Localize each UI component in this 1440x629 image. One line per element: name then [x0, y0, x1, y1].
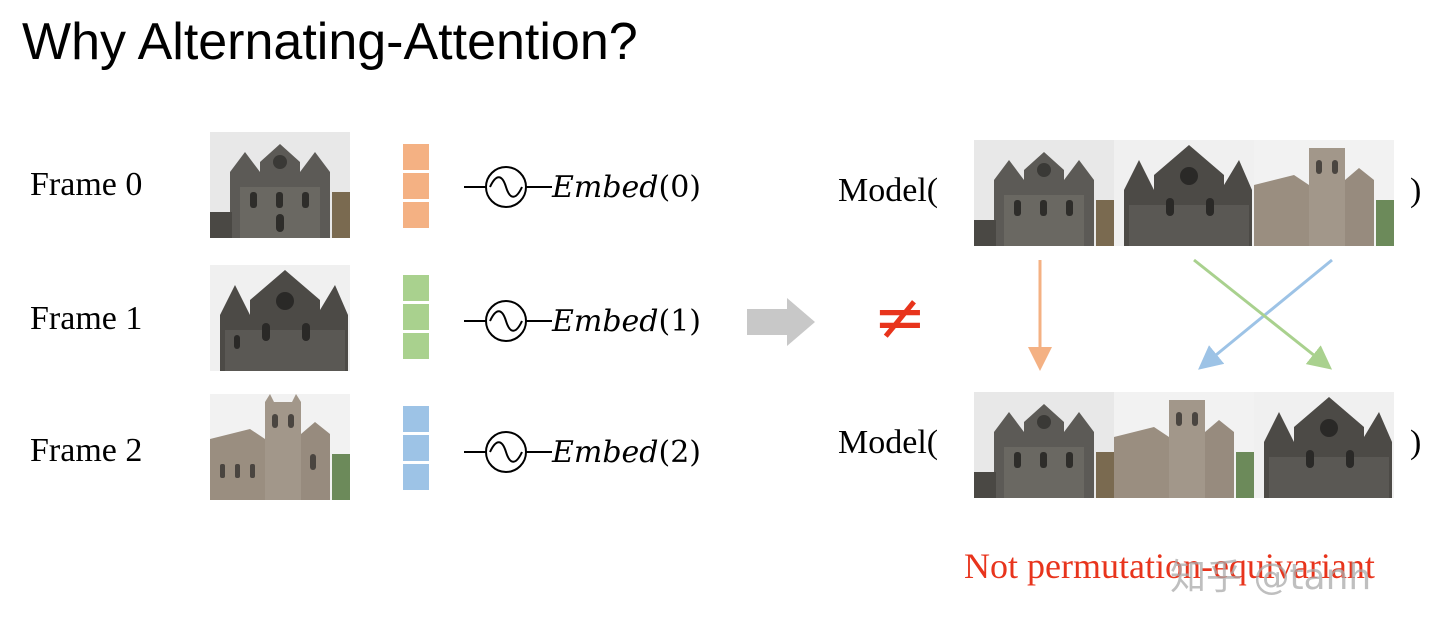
- token-square: [403, 144, 429, 170]
- slide-title: Why Alternating-Attention?: [22, 13, 638, 71]
- church-front-icon: [974, 392, 1114, 498]
- token-square: [403, 333, 429, 359]
- token-square: [403, 275, 429, 301]
- strip-image: [974, 392, 1114, 498]
- embed-function: Embed: [552, 434, 659, 470]
- frame-0-image: [210, 132, 350, 238]
- token-square: [403, 173, 429, 199]
- model-bottom-close: ): [1410, 424, 1422, 461]
- church-gable-icon: [1254, 392, 1394, 498]
- sine-wave-icon: [464, 431, 552, 473]
- frame-2-label: Frame 2: [30, 432, 143, 469]
- caption: Not permutation-equivariant: [964, 546, 1375, 586]
- strip-image: [1254, 392, 1394, 498]
- frame-2-image: [210, 394, 350, 500]
- frame-1-embed: Embed(1): [462, 298, 701, 344]
- token-square: [403, 304, 429, 330]
- church-gable-icon: [1114, 140, 1254, 246]
- token-square: [403, 406, 429, 432]
- big-right-arrow: [747, 298, 815, 346]
- strip-image: [974, 140, 1114, 246]
- token-square: [403, 435, 429, 461]
- arrow-frame2-to-middle: [1198, 258, 1333, 370]
- frame-1-image: [210, 265, 350, 371]
- embed-arg: (0): [658, 169, 702, 205]
- frame-1-label: Frame 1: [30, 300, 143, 337]
- frame-0-embed: Embed(0): [462, 164, 701, 210]
- model-top-label: Model(: [838, 172, 939, 209]
- cathedral-side-icon: [210, 394, 350, 500]
- model-top-images: [974, 140, 1394, 246]
- token-square: [403, 464, 429, 490]
- strip-image: [1114, 392, 1254, 498]
- embed-function: Embed: [552, 169, 659, 205]
- model-bottom-label: Model(: [838, 424, 939, 461]
- not-equal-sign: ≠: [873, 281, 927, 355]
- watermark: 知乎 @tanh: [1170, 557, 1372, 598]
- embed-arg: (1): [658, 303, 702, 339]
- arrow-frame1-to-right: [1193, 258, 1333, 370]
- strip-image: [1114, 140, 1254, 246]
- strip-image: [1254, 140, 1394, 246]
- model-top-close: ): [1410, 172, 1422, 209]
- church-front-icon: [974, 140, 1114, 246]
- church-front-icon: [210, 132, 350, 238]
- sine-wave-icon: [464, 300, 552, 342]
- embed-arg: (2): [658, 434, 702, 470]
- token-square: [403, 202, 429, 228]
- cathedral-side-icon: [1114, 392, 1254, 498]
- frame-0-label: Frame 0: [30, 166, 143, 203]
- model-bottom-images: [974, 392, 1394, 498]
- embed-function: Embed: [552, 303, 659, 339]
- sine-wave-icon: [464, 166, 552, 208]
- frame-2-embed: Embed(2): [462, 429, 701, 475]
- cathedral-side-icon: [1254, 140, 1394, 246]
- church-gable-icon: [210, 265, 350, 371]
